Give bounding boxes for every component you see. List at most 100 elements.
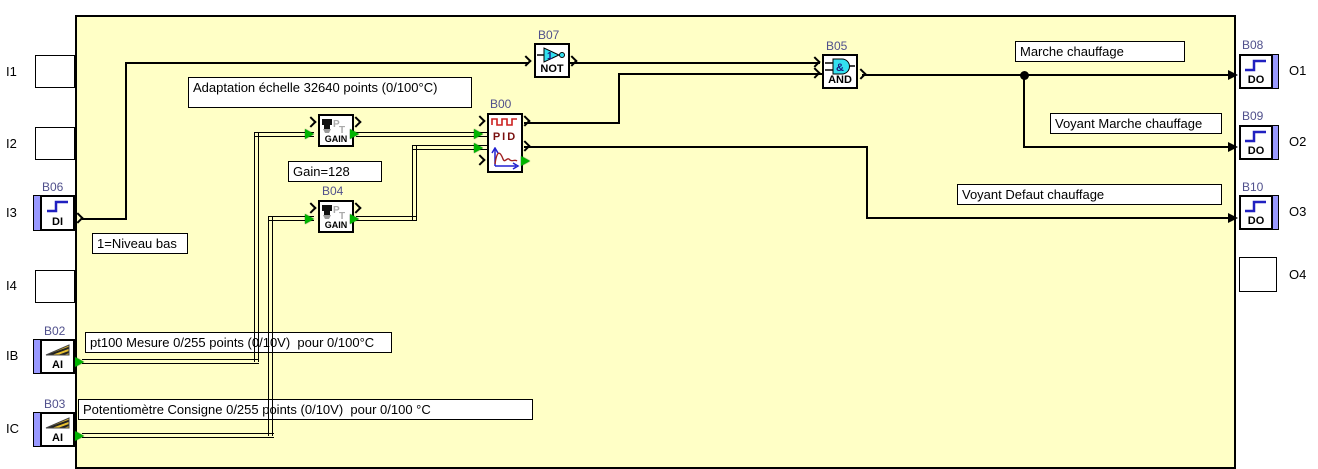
wire-di-to-not[interactable] xyxy=(82,218,127,220)
gain-analog-input-pin[interactable] xyxy=(305,129,314,139)
not-block-caption: NOT xyxy=(540,63,564,75)
gain-analog-input-pin[interactable] xyxy=(305,214,314,224)
comment-niveau-bas[interactable]: 1=Niveau bas xyxy=(92,233,188,254)
block-id-label: B02 xyxy=(44,324,66,338)
analog-wire-ib-to-gain[interactable] xyxy=(254,132,314,137)
do-block-connector-bar xyxy=(1272,54,1279,89)
wire-pid-to-o3[interactable] xyxy=(524,146,868,148)
output-port-label-o3: O3 xyxy=(1289,204,1307,219)
digital-output-step-icon xyxy=(1245,59,1266,72)
comment-marche[interactable]: Marche chauffage xyxy=(1015,41,1185,62)
do-block-b08[interactable]: DO xyxy=(1239,54,1273,89)
ai-block-b02[interactable]: AI xyxy=(40,339,75,374)
do-input-arrowhead xyxy=(1228,70,1238,80)
analog-wire-ic-to-gain[interactable] xyxy=(268,216,273,436)
wire-branch-to-o2[interactable] xyxy=(1023,74,1025,148)
wire-pid-to-and[interactable] xyxy=(618,73,620,124)
wire-pid-to-o3[interactable] xyxy=(866,217,1230,219)
not-block-b07[interactable]: 1 NOT xyxy=(534,43,570,78)
comment-voyant-marche[interactable]: Voyant Marche chauffage xyxy=(1050,113,1222,134)
digital-output-step-icon xyxy=(1245,200,1266,213)
do-block-connector-bar xyxy=(1272,125,1279,160)
input-port-label-i1: I1 xyxy=(6,64,17,79)
square-wave-icon xyxy=(491,118,517,126)
digital-output-step-icon xyxy=(1245,130,1266,143)
comment-potentiometre[interactable]: Potentiomètre Consigne 0/255 points (0/1… xyxy=(78,399,533,420)
pid-block-caption: PID xyxy=(492,130,518,143)
block-id-label: B06 xyxy=(42,180,64,194)
comment-adaptation[interactable]: Adaptation échelle 32640 points (0/100°C… xyxy=(188,77,472,108)
pid-setpoint-input-pin[interactable] xyxy=(474,143,483,153)
wire-and-to-o1[interactable] xyxy=(862,74,1230,76)
analog-wire-gain-to-pid-setpoint[interactable] xyxy=(412,145,487,150)
wire-branch-to-o2[interactable] xyxy=(1023,146,1230,148)
output-port-label-o4: O4 xyxy=(1289,267,1307,282)
analog-wire-ib-to-gain[interactable] xyxy=(82,359,259,364)
block-id-label: B09 xyxy=(1242,109,1264,123)
input-slot-i4[interactable] xyxy=(35,270,75,303)
output-slot-o4[interactable] xyxy=(1239,257,1277,292)
pid-measure-input-pin[interactable] xyxy=(474,129,483,139)
digital-input-step-icon xyxy=(46,200,68,213)
and-gate-icon: & xyxy=(825,58,855,75)
block-id-label: B07 xyxy=(538,28,560,42)
di-block-caption: DI xyxy=(52,216,63,228)
analog-wire-gain-to-pid-setpoint[interactable] xyxy=(356,216,417,221)
gain-block-caption: GAIN xyxy=(324,134,348,144)
do-block-b10[interactable]: DO xyxy=(1239,195,1273,230)
analog-wire-ic-to-gain[interactable] xyxy=(268,216,314,221)
input-slot-i2[interactable] xyxy=(35,127,75,160)
gain-converter-icon: P T xyxy=(322,205,345,220)
wire-pid-to-and[interactable] xyxy=(524,122,620,124)
gain-analog-output-pin[interactable] xyxy=(350,214,359,224)
gain-analog-output-pin[interactable] xyxy=(350,129,359,139)
do-input-arrowhead xyxy=(1228,142,1238,152)
input-port-label-i3: I3 xyxy=(6,205,17,220)
analog-ramp-icon xyxy=(45,417,69,429)
ai-block-b03[interactable]: AI xyxy=(40,412,75,447)
block-id-label: B05 xyxy=(826,39,848,53)
step-response-plot-icon xyxy=(491,147,520,170)
block-id-label: B08 xyxy=(1242,38,1264,52)
comment-pt100[interactable]: pt100 Mesure 0/255 points (0/10V) pour 0… xyxy=(85,332,392,353)
gain-block-b04[interactable]: P T GAIN xyxy=(318,200,354,233)
and-gate-symbol: & xyxy=(836,62,844,74)
comment-voyant-defaut[interactable]: Voyant Defaut chauffage xyxy=(957,184,1222,205)
block-id-label: B10 xyxy=(1242,180,1264,194)
analog-wire-gain-to-pid-setpoint[interactable] xyxy=(412,145,417,221)
wire-pid-to-o3[interactable] xyxy=(866,146,868,219)
analog-wire-ic-to-gain[interactable] xyxy=(82,433,274,438)
and-block-b05[interactable]: & AND xyxy=(822,54,858,89)
output-port-label-o1: O1 xyxy=(1289,63,1307,78)
analog-ramp-icon xyxy=(45,344,69,356)
and-block-caption: AND xyxy=(828,74,852,86)
input-slot-i1[interactable] xyxy=(35,55,75,88)
not-gate-symbol: 1 xyxy=(547,51,553,62)
pid-analog-output-pin[interactable] xyxy=(521,156,530,166)
wire-not-to-and[interactable] xyxy=(570,62,820,64)
block-id-label: B04 xyxy=(322,184,344,198)
input-port-label-ic: IC xyxy=(6,421,19,436)
ai-output-pin[interactable] xyxy=(75,357,84,367)
wire-junction-dot xyxy=(1020,71,1029,80)
do-block-caption: DO xyxy=(1247,145,1265,157)
gain-block-top[interactable]: P T GAIN xyxy=(318,114,354,147)
block-id-label: B00 xyxy=(490,97,512,111)
comment-gain-value[interactable]: Gain=128 xyxy=(288,161,382,182)
wire-di-to-not[interactable] xyxy=(125,62,529,64)
ai-output-pin[interactable] xyxy=(75,431,84,441)
do-input-arrowhead xyxy=(1228,213,1238,223)
ai-block-caption: AI xyxy=(52,359,63,371)
do-block-caption: DO xyxy=(1247,215,1265,227)
do-block-connector-bar xyxy=(1272,195,1279,230)
pid-block-b00[interactable]: PID xyxy=(487,113,523,173)
wire-pid-to-and[interactable] xyxy=(618,73,822,75)
di-block-b06[interactable]: DI xyxy=(40,195,75,231)
gain-icon-letter-t: T xyxy=(339,211,345,220)
do-block-b09[interactable]: DO xyxy=(1239,125,1273,160)
wire-di-to-not[interactable] xyxy=(125,62,127,220)
analog-wire-gain-to-pid-measure[interactable] xyxy=(356,132,487,137)
ai-block-caption: AI xyxy=(52,432,63,444)
analog-wire-ib-to-gain[interactable] xyxy=(254,132,259,362)
